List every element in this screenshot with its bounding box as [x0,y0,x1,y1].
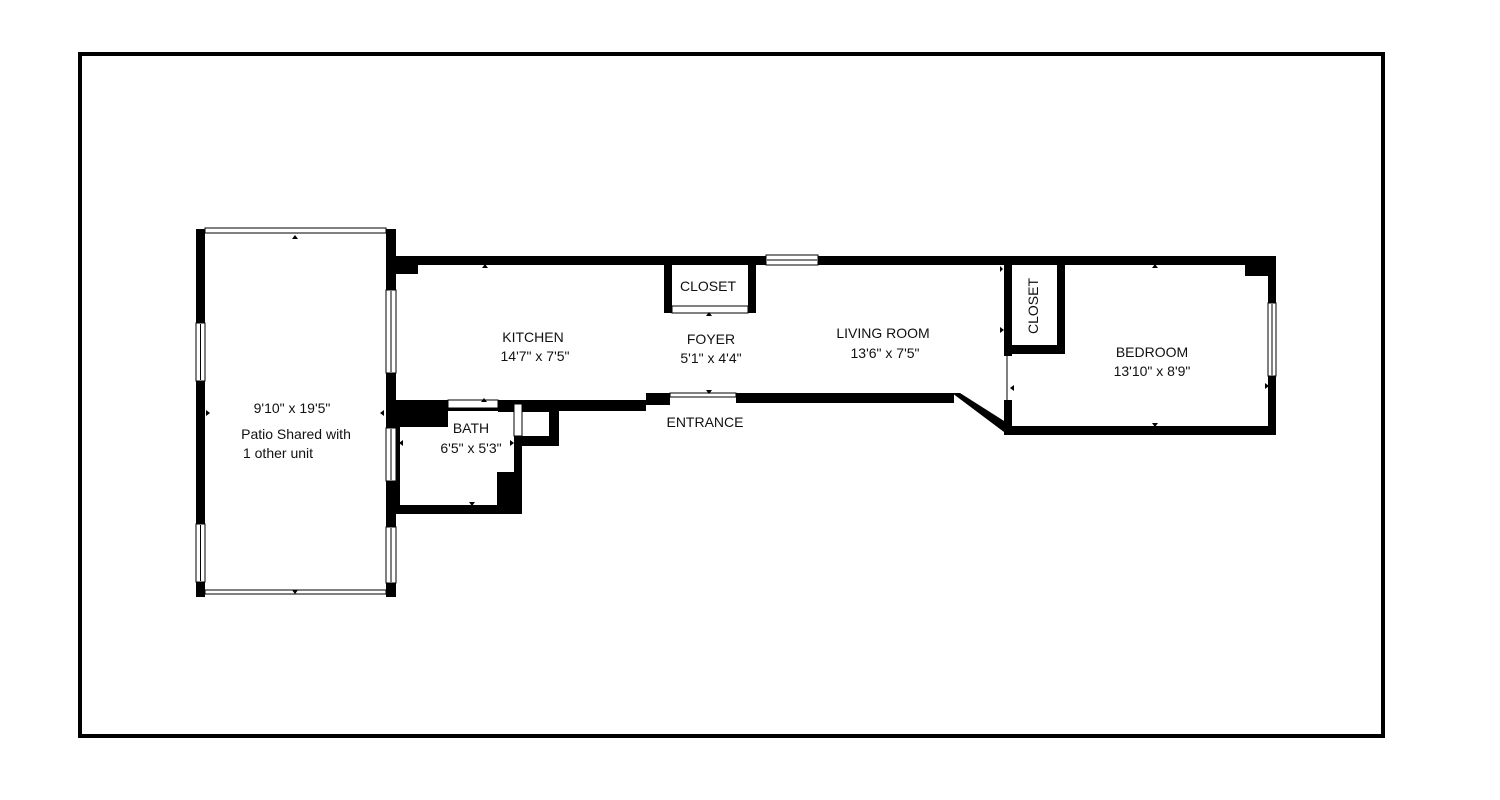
patio-left-wall [196,229,205,597]
bedroom-dimensions: 13'10" x 8'9" [1114,363,1191,379]
patio-note-line2: 1 other unit [243,445,313,461]
bath-name: BATH [453,420,489,436]
apartment-walls [396,256,1276,514]
living-room-name: LIVING ROOM [836,325,929,341]
living-room-dimensions: 13'6" x 7'5" [851,345,920,361]
plan-frame [78,52,1385,738]
patio-note-line1: Patio Shared with [241,426,351,442]
patio-area: 9'10" x 19'5" Patio Shared with 1 other … [195,227,397,597]
openings [447,254,1277,437]
bedroom-name: BEDROOM [1116,344,1188,360]
patio-dimensions: 9'10" x 19'5" [254,400,331,416]
bedroom-closet-name: CLOSET [1025,278,1041,334]
entrance-label: ENTRANCE [666,414,743,430]
patio-right-wall [386,229,396,597]
foyer-dimensions: 5'1" x 4'4" [680,350,741,366]
foyer-closet-name: CLOSET [680,278,736,294]
measurement-ticks [399,264,1269,506]
foyer-name: FOYER [687,331,735,347]
bath-dimensions: 6'5" x 5'3" [440,440,501,456]
kitchen-dimensions: 14'7" x 7'5" [501,348,570,364]
patio-top-edge [204,227,387,234]
kitchen-name: KITCHEN [502,329,563,345]
